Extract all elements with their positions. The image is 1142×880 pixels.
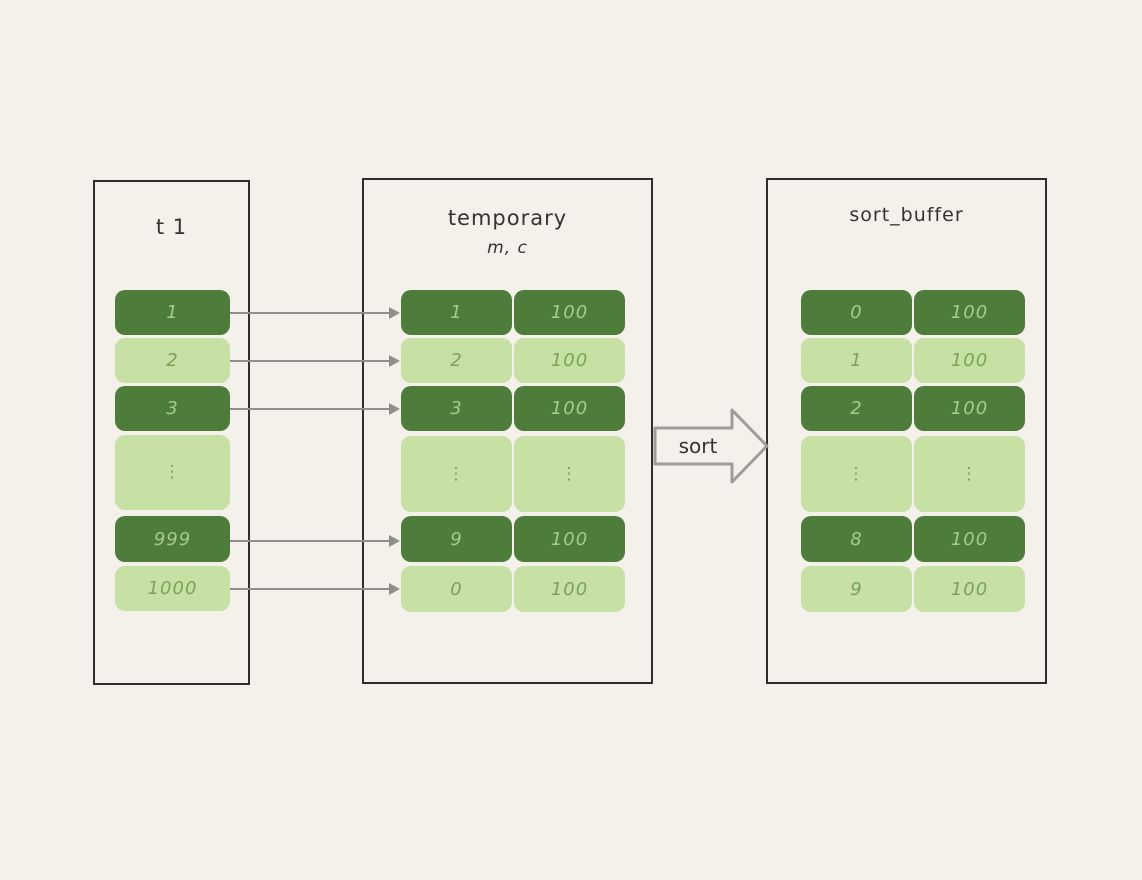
cell-value: 0 — [401, 566, 512, 612]
panel-subtitle: m, c — [487, 238, 528, 258]
sort-arrow-shape — [653, 408, 769, 484]
row-arrow-connector — [230, 583, 400, 595]
panel-title: sort_buffer — [849, 204, 964, 226]
cell-value: 2 — [801, 386, 912, 431]
row-arrow-connector — [230, 307, 400, 319]
table-row-ellipsis: ⋮ — [115, 435, 230, 510]
ellipsis-cell: ⋮ — [914, 436, 1025, 512]
table-row: 9 100 — [801, 566, 1025, 612]
cell-value: 100 — [914, 290, 1025, 335]
table-row: 3 — [115, 386, 230, 431]
table-row: 2 100 — [801, 386, 1025, 431]
cell-value: 999 — [115, 516, 230, 562]
ellipsis-cell: ⋮ — [801, 436, 912, 512]
panel-title: temporary — [447, 206, 568, 230]
cell-value: 1 — [801, 338, 912, 383]
cell-value: 100 — [514, 566, 625, 612]
table-row: 1 100 — [801, 338, 1025, 383]
cell-value: 2 — [401, 338, 512, 383]
table-row: 1000 — [115, 566, 230, 611]
cell-value: 1000 — [115, 566, 230, 611]
table-row-ellipsis: ⋮ ⋮ — [801, 436, 1025, 512]
cell-value: 100 — [914, 386, 1025, 431]
cell-value: 100 — [514, 338, 625, 383]
cell-value: 100 — [914, 338, 1025, 383]
table-row: 1 — [115, 290, 230, 335]
table-row: 999 — [115, 516, 230, 562]
cell-value: 9 — [801, 566, 912, 612]
table-row: 0 100 — [801, 290, 1025, 335]
panel-temporary: temporary m, c 1 100 2 100 3 100 ⋮ ⋮ 9 1… — [362, 178, 653, 684]
row-arrow-connector — [230, 403, 400, 415]
table-row: 9 100 — [401, 516, 625, 562]
sort-arrow-label: sort — [679, 434, 718, 458]
cell-value: 0 — [801, 290, 912, 335]
row-arrow-connector — [230, 535, 400, 547]
cell-value: 1 — [401, 290, 512, 335]
table-row: 8 100 — [801, 516, 1025, 562]
panel-title: t 1 — [155, 215, 188, 239]
ellipsis-cell: ⋮ — [514, 436, 625, 512]
ellipsis-cell: ⋮ — [401, 436, 512, 512]
table-row: 1 100 — [401, 290, 625, 335]
cell-value: 100 — [914, 566, 1025, 612]
sort-arrow: sort — [653, 408, 769, 484]
cell-value: 100 — [514, 290, 625, 335]
cell-value: 3 — [401, 386, 512, 431]
table-row: 3 100 — [401, 386, 625, 431]
cell-value: 100 — [514, 516, 625, 562]
row-arrow-connector — [230, 355, 400, 367]
table-row: 2 — [115, 338, 230, 383]
cell-value: 3 — [115, 386, 230, 431]
cell-value: 100 — [514, 386, 625, 431]
table-row: 2 100 — [401, 338, 625, 383]
cell-value: 2 — [115, 338, 230, 383]
ellipsis-cell: ⋮ — [115, 435, 230, 510]
panel-t1: t 1 1 2 3 ⋮ 999 1000 — [93, 180, 250, 685]
panel-sort-buffer: sort_buffer 0 100 1 100 2 100 ⋮ ⋮ 8 100 … — [766, 178, 1047, 684]
cell-value: 8 — [801, 516, 912, 562]
cell-value: 1 — [115, 290, 230, 335]
cell-value: 9 — [401, 516, 512, 562]
table-row: 0 100 — [401, 566, 625, 612]
cell-value: 100 — [914, 516, 1025, 562]
table-row-ellipsis: ⋮ ⋮ — [401, 436, 625, 512]
